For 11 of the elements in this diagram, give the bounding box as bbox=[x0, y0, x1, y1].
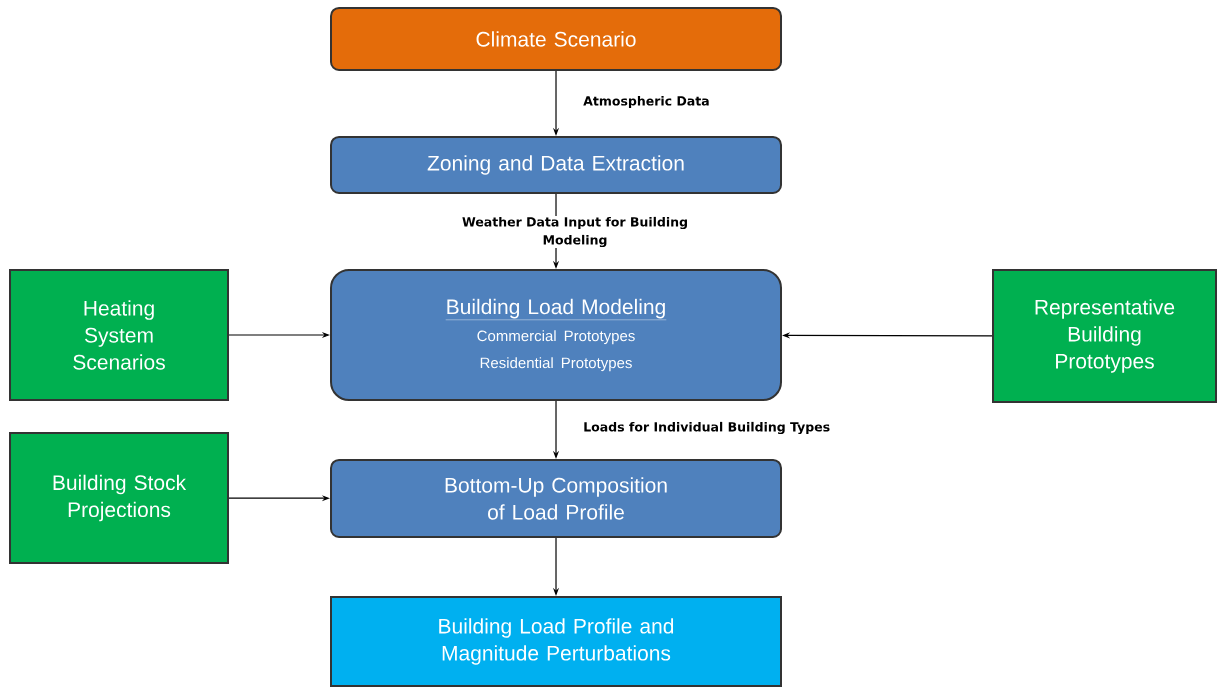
input-box: Representative Building Prototypes bbox=[992, 269, 1217, 403]
input-box: Building Stock Projections bbox=[9, 432, 229, 564]
edge-label: Loads for Individual Building Types bbox=[582, 420, 832, 436]
process-box: Zoning and Data Extraction bbox=[330, 136, 782, 194]
process-box: Building Load Modeling Commercial Prototypes Residential Prototypes bbox=[330, 269, 782, 401]
output-box: Building Load Profile and Magnitude Perturbations bbox=[330, 596, 782, 687]
edge-label: Atmospheric Data bbox=[582, 94, 711, 110]
process-box: Climate Scenario bbox=[330, 7, 782, 71]
edge-label: Weather Data Input for Building Modeling bbox=[454, 215, 696, 249]
process-box: Bottom-Up Composition of Load Profile bbox=[330, 459, 782, 538]
input-box: Heating System Scenarios bbox=[9, 269, 229, 401]
